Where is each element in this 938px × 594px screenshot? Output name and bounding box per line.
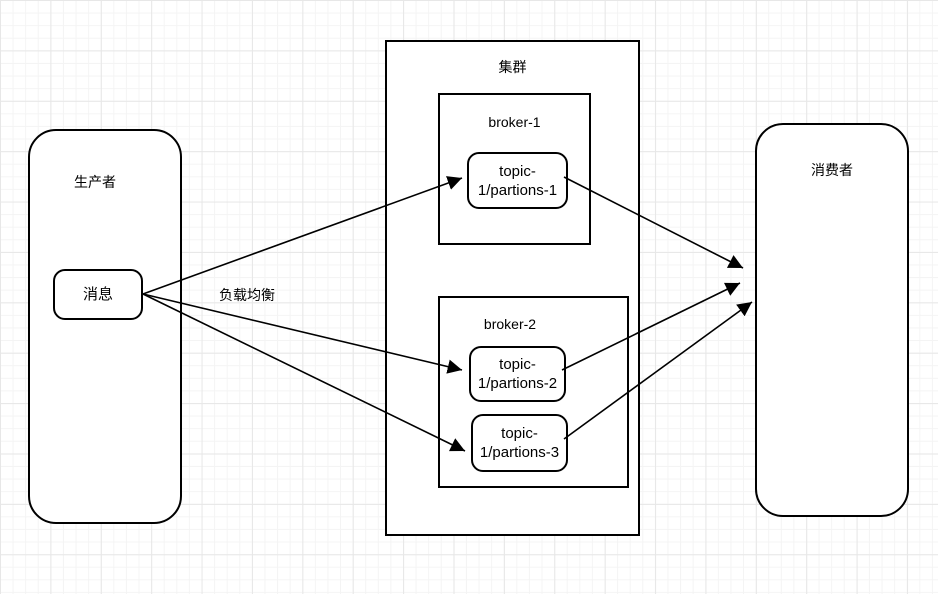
partition-3-label-line2: 1/partions-3 bbox=[479, 444, 560, 461]
message-label: 消息 bbox=[82, 285, 113, 303]
partition-3-label-line1: topic- bbox=[501, 425, 538, 442]
broker-1-node[interactable]: broker-1 topic- 1/partions-1 bbox=[438, 93, 591, 245]
partition-3-node[interactable]: topic- 1/partions-3 bbox=[471, 414, 568, 472]
partition-2-node[interactable]: topic- 1/partions-2 bbox=[469, 346, 566, 402]
consumer-label: 消费者 bbox=[811, 162, 853, 178]
cluster-node[interactable]: 集群 broker-1 topic- 1/partions-1 broker-2… bbox=[385, 40, 640, 536]
partition-1-label-line1: topic- bbox=[499, 162, 536, 180]
broker-2-label: broker-2 bbox=[483, 316, 537, 332]
producer-node[interactable]: 生产者 消息 bbox=[28, 129, 182, 524]
partition-2-label-line2: 1/partions-2 bbox=[477, 375, 558, 392]
partition-1-label-line2: 1/partions-1 bbox=[477, 181, 558, 199]
cluster-label: 集群 bbox=[498, 59, 527, 75]
consumer-node[interactable]: 消费者 bbox=[755, 123, 909, 517]
partition-2-label-line1: topic- bbox=[499, 356, 536, 373]
broker-1-label: broker-1 bbox=[488, 114, 541, 130]
load-balance-edge-label: 负载均衡 bbox=[219, 287, 275, 303]
partition-1-node[interactable]: topic- 1/partions-1 bbox=[467, 152, 568, 209]
broker-2-node[interactable]: broker-2 topic- 1/partions-2 topic- 1/pa… bbox=[438, 296, 629, 488]
message-node[interactable]: 消息 bbox=[53, 269, 143, 320]
producer-label: 生产者 bbox=[74, 174, 116, 190]
